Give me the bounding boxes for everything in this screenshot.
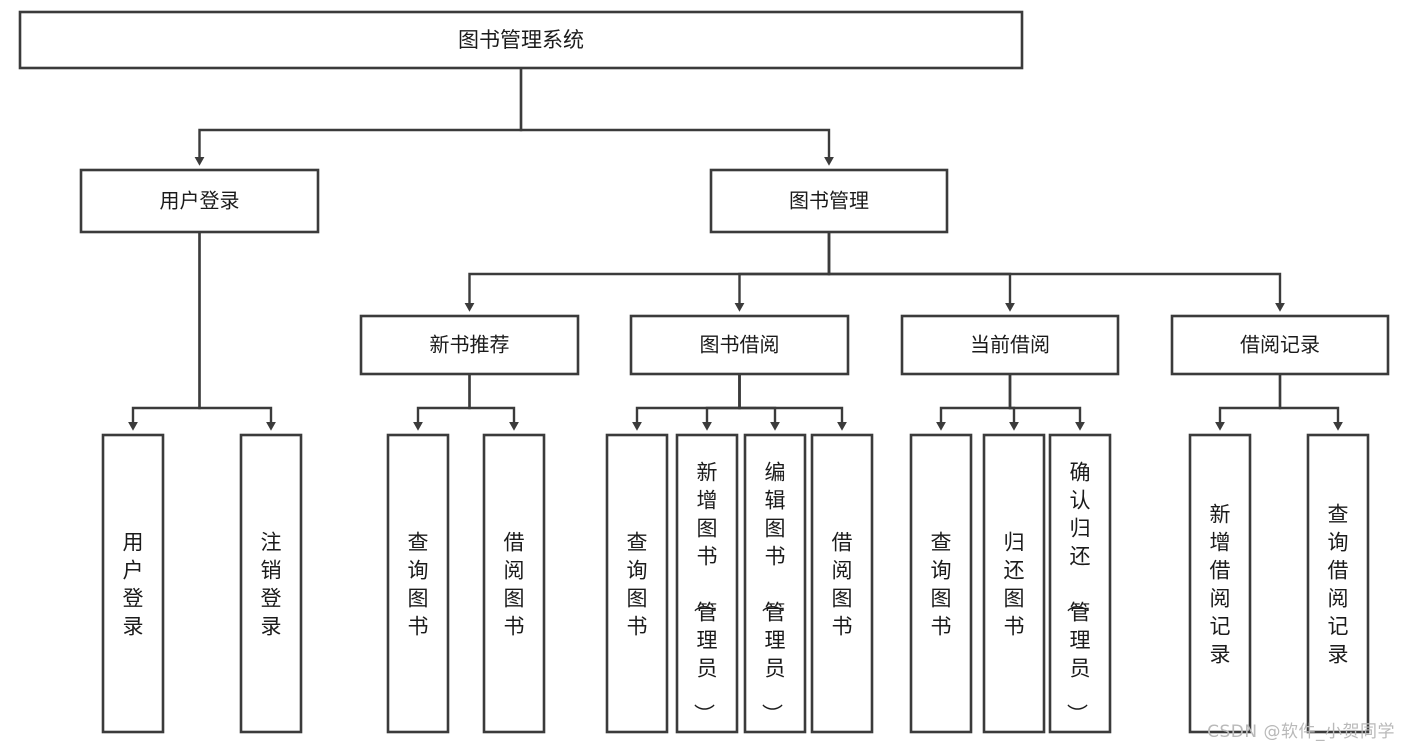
leaf-node-6[interactable]: 新增图书（管理员） — [675, 433, 739, 734]
level3-node-3-label: 当前借阅 — [970, 333, 1050, 357]
leaf-node-9-label: 查询图书 — [931, 530, 952, 638]
leaf-node-12-label: 新增借阅记录 — [1210, 502, 1231, 666]
connector — [738, 372, 776, 426]
leaf-node-13-label: 查询借阅记录 — [1328, 502, 1349, 666]
leaf-node-5-label: 查询图书 — [627, 530, 648, 638]
leaf-node-13[interactable]: 查询借阅记录 — [1306, 433, 1370, 734]
connector — [133, 230, 201, 426]
connector — [707, 372, 741, 426]
level3-node-2-label: 图书借阅 — [700, 333, 780, 357]
leaf-node-5[interactable]: 查询图书 — [605, 433, 669, 734]
connector — [200, 66, 523, 161]
connector — [519, 66, 829, 161]
leaf-node-11-rect — [1048, 433, 1112, 734]
leaf-node-8-rect — [810, 433, 874, 734]
connector — [198, 230, 272, 426]
level3-node-1-rect — [359, 314, 580, 376]
leaf-node-1[interactable]: 用户登录 — [101, 433, 165, 734]
level3-node-2-rect — [629, 314, 850, 376]
leaf-node-7-rect — [743, 433, 807, 734]
connector — [740, 230, 831, 307]
leaf-node-6-label: 新增图书（管理员） — [692, 460, 718, 724]
leaf-node-4[interactable]: 借阅图书 — [482, 433, 546, 734]
leaf-node-3-rect — [386, 433, 450, 734]
leaf-node-7[interactable]: 编辑图书（管理员） — [743, 433, 807, 734]
level3-node-1[interactable]: 新书推荐 — [359, 314, 580, 376]
level2-node-1-label: 用户登录 — [160, 189, 240, 213]
csdn-watermark: CSDN @软件_小贺同学 — [1207, 722, 1395, 742]
level3-node-3-rect — [900, 314, 1120, 376]
leaf-node-10[interactable]: 归还图书 — [982, 433, 1046, 734]
leaf-node-9-rect — [909, 433, 973, 734]
connector — [637, 372, 741, 426]
root-node-book-management-system[interactable]: 图书管理系统 — [18, 10, 1024, 70]
connector — [941, 372, 1012, 426]
connector-layer — [133, 66, 1338, 426]
level3-node-3[interactable]: 当前借阅 — [900, 314, 1120, 376]
leaf-node-1-label: 用户登录 — [123, 530, 144, 638]
leaf-node-13-rect — [1306, 433, 1370, 734]
node-layer: 图书管理系统用户登录图书管理新书推荐图书借阅当前借阅借阅记录用户登录注销登录查询… — [18, 10, 1390, 734]
leaf-node-3-label: 查询图书 — [408, 530, 429, 638]
leaf-node-2[interactable]: 注销登录 — [239, 433, 303, 734]
connector — [418, 372, 471, 426]
connector — [827, 230, 1010, 307]
connector — [738, 372, 843, 426]
level3-node-2[interactable]: 图书借阅 — [629, 314, 850, 376]
leaf-node-8[interactable]: 借阅图书 — [810, 433, 874, 734]
root-node-book-management-system-rect — [18, 10, 1024, 70]
connector — [1220, 372, 1282, 426]
connector — [1278, 372, 1338, 426]
leaf-node-7-label: 编辑图书（管理员） — [760, 460, 786, 724]
leaf-node-12[interactable]: 新增借阅记录 — [1188, 433, 1252, 734]
level3-node-4-rect — [1170, 314, 1390, 376]
connector — [1008, 372, 1080, 426]
leaf-node-2-rect — [239, 433, 303, 734]
leaf-node-11[interactable]: 确认归还（管理员） — [1048, 433, 1112, 734]
leaf-node-4-rect — [482, 433, 546, 734]
level2-node-2[interactable]: 图书管理 — [709, 168, 949, 234]
leaf-node-10-label: 归还图书 — [1004, 530, 1025, 638]
leaf-node-5-rect — [605, 433, 669, 734]
level2-node-1[interactable]: 用户登录 — [79, 168, 320, 234]
leaf-node-3[interactable]: 查询图书 — [386, 433, 450, 734]
root-node-book-management-system-label: 图书管理系统 — [458, 28, 584, 52]
connector — [470, 230, 831, 307]
connector — [468, 372, 515, 426]
level3-node-1-label: 新书推荐 — [430, 333, 510, 357]
level3-node-4[interactable]: 借阅记录 — [1170, 314, 1390, 376]
leaf-node-11-label: 确认归还（管理员） — [1065, 460, 1091, 724]
level3-node-4-label: 借阅记录 — [1240, 333, 1320, 357]
level2-node-1-rect — [79, 168, 320, 234]
connector — [827, 230, 1280, 307]
leaf-node-8-label: 借阅图书 — [832, 530, 853, 638]
leaf-node-4-label: 借阅图书 — [504, 530, 525, 638]
leaf-node-12-rect — [1188, 433, 1252, 734]
level2-node-2-label: 图书管理 — [789, 189, 869, 213]
leaf-node-1-rect — [101, 433, 165, 734]
leaf-node-2-label: 注销登录 — [261, 530, 282, 638]
leaf-node-10-rect — [982, 433, 1046, 734]
leaf-node-9[interactable]: 查询图书 — [909, 433, 973, 734]
leaf-node-6-rect — [675, 433, 739, 734]
level2-node-2-rect — [709, 168, 949, 234]
